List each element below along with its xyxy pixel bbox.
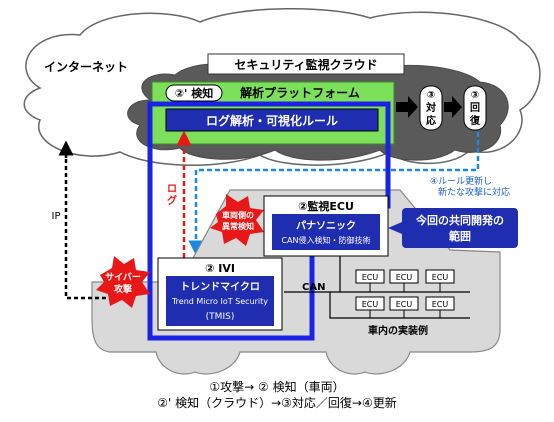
monitor-ecu-function: CAN侵入検知・防御技術 (281, 235, 370, 245)
flow-caption-line1: ①攻撃→ ② 検知（車両） (209, 380, 345, 394)
respond-char1: 対 (425, 101, 436, 114)
ecu-label: ECU (396, 300, 413, 309)
ecu-label: ECU (362, 273, 379, 282)
respond-num: ③ (427, 90, 435, 101)
cloud-title: セキュリティ監視クラウド (234, 57, 377, 72)
flow-caption-line2: ②' 検知（クラウド）→③対応／回復→④更新 (157, 396, 397, 410)
cyber-attack-burst (96, 256, 150, 308)
ecu-label: ECU (432, 273, 449, 282)
ecu-node: ECU (355, 296, 385, 318)
monitor-ecu-vendor: パナソニック (296, 220, 356, 232)
internet-label: インターネット (44, 60, 128, 74)
attack-line2: 攻撃 (114, 283, 132, 295)
ivi-title: ② IVI (205, 262, 235, 275)
ivi-product-box (166, 276, 274, 326)
ecu-label: ECU (396, 273, 413, 282)
recover-char1: 回 (470, 102, 480, 114)
anomaly-burst (210, 194, 264, 246)
ip-label: IP (52, 211, 61, 222)
arrow-to-recover (444, 96, 462, 118)
log-rule-box (165, 108, 379, 132)
joint-dev-line2: 範囲 (449, 229, 471, 243)
cloud-title-box (207, 53, 405, 75)
joint-dev-callout (402, 208, 518, 248)
ecu-label: ECU (362, 300, 379, 309)
rule-update-line2: 新たな攻撃に対応 (438, 186, 510, 198)
ivi-abbr: (TMIS) (206, 312, 235, 322)
rule-update-line1: ④ルール更新し (430, 175, 492, 187)
log-rule-label: ログ解析・可視化ルール (206, 113, 338, 128)
monitor-ecu-product-box (272, 214, 380, 250)
recover-step-box (463, 85, 487, 131)
rule-update-arrow (188, 132, 480, 256)
ecu-node: ECU (389, 296, 419, 318)
ivi-vendor: トレンドマイクロ (180, 281, 260, 293)
arrow-to-respond (396, 96, 418, 118)
ecu-node: ECU (425, 269, 455, 292)
respond-step-box (419, 85, 443, 131)
anomaly-line1: 車両側の (222, 210, 254, 220)
in-vehicle-label: 車内の実装例 (368, 324, 428, 337)
can-bus-lower (284, 291, 470, 319)
ecu-node: ECU (355, 269, 385, 292)
ivi-product: Trend Micro IoT Security (171, 297, 268, 306)
ecu-label: ECU (432, 300, 449, 309)
joint-dev-line1: 今回の共同開発の (415, 213, 504, 227)
log-char2: グ (167, 194, 177, 207)
ecu-node: ECU (389, 269, 419, 292)
anomaly-line2: 異常検知 (222, 221, 254, 231)
cloud-detect-label: ②' 検知 (175, 86, 214, 100)
ecu-node: ECU (425, 296, 455, 318)
cloud-detect-badge (165, 84, 223, 102)
joint-dev-pointer (388, 222, 402, 234)
recover-char2: 復 (469, 114, 481, 127)
respond-char2: 応 (426, 114, 436, 127)
recover-num: ③ (471, 90, 479, 101)
monitor-ecu-title: ②監視ECU (298, 199, 354, 213)
attack-line1: サイバー (105, 272, 141, 283)
platform-label: 解析プラットフォーム (240, 85, 360, 100)
can-label: CAN (302, 282, 325, 293)
log-char1: ロ (167, 184, 177, 195)
